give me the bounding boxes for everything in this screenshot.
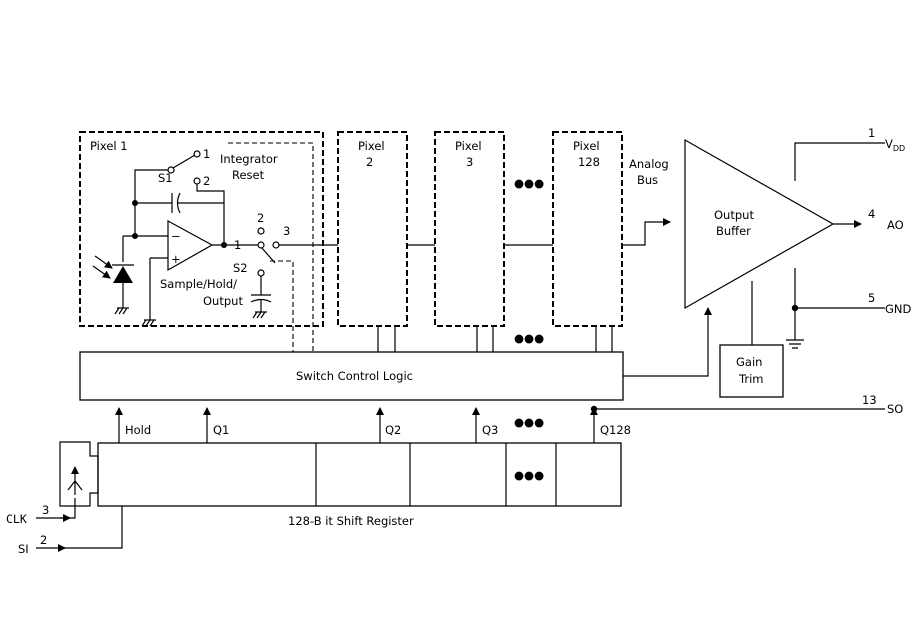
- power-and-output-pins: [786, 142, 885, 349]
- pixel-ellipsis: ●●●: [514, 176, 544, 190]
- s1-label: S1: [158, 171, 173, 185]
- amp-minus: −: [171, 229, 181, 243]
- pixel-3-block: Pixel 3: [434, 131, 505, 352]
- clk-label: CLK: [6, 512, 27, 526]
- analog-bus-line1: Analog: [629, 157, 669, 171]
- pixel-128-line1: Pixel: [573, 139, 600, 153]
- signal-ellipsis: ●●●: [514, 415, 544, 429]
- pixel-control-ellipsis: ●●●: [514, 331, 544, 345]
- so-pin-number: 13: [862, 393, 877, 407]
- integrator-amplifier: [135, 219, 258, 327]
- so-label: SO: [887, 402, 903, 416]
- clk-pin-number: 3: [42, 503, 49, 517]
- pixel-2-line2: 2: [366, 155, 373, 169]
- s2-pos3: 3: [283, 224, 290, 238]
- pixel-2-block: Pixel 2: [337, 131, 408, 352]
- sho-line2: Output: [203, 294, 243, 308]
- q3-signal-label: Q3: [482, 423, 498, 437]
- si-pin-number: 2: [40, 533, 47, 547]
- pixel-3-line1: Pixel: [455, 139, 482, 153]
- pixel-2-line1: Pixel: [358, 139, 385, 153]
- s1-pos2: 2: [203, 174, 210, 188]
- ao-label: AO: [887, 218, 904, 232]
- pixel-128-line2: 128: [578, 155, 600, 169]
- clock-buffer-icon: [59, 441, 99, 507]
- si-input: [36, 506, 123, 552]
- pixel-1-title: Pixel 1: [90, 139, 128, 153]
- pixel-1-block: Pixel 1 S1 1 2 Integrator Reset: [79, 131, 338, 352]
- pixel-3-line2: 3: [466, 155, 473, 169]
- analog-bus-line2: Bus: [637, 173, 658, 187]
- integrator-capacitor: [135, 192, 224, 214]
- si-label: SI: [18, 542, 29, 556]
- integrator-reset-line2: Reset: [232, 168, 265, 182]
- ao-pin-number: 4: [868, 207, 875, 221]
- output-buffer-line1: Output: [714, 208, 754, 222]
- vdd-pin-number: 1: [868, 126, 875, 140]
- hold-signal-label: Hold: [125, 423, 151, 437]
- vdd-label: VDD: [885, 137, 905, 153]
- q128-signal-label: Q128: [600, 423, 631, 437]
- s2-pos2: 2: [257, 211, 264, 225]
- s2-pos1: 1: [234, 238, 241, 252]
- s1-pos1: 1: [203, 147, 210, 161]
- clk-input: [36, 498, 76, 522]
- so-line: [590, 405, 885, 413]
- switch-control-logic-label: Switch Control Logic: [296, 369, 413, 383]
- photodiode-icon: [92, 235, 135, 315]
- s2-label: S2: [233, 261, 248, 275]
- pixel-128-block: Pixel 128: [552, 131, 623, 352]
- integrator-reset-line1: Integrator: [220, 152, 278, 166]
- gnd-pin-number: 5: [868, 291, 875, 305]
- gnd-label: GND: [885, 302, 912, 316]
- shift-register-block: [97, 442, 622, 507]
- control-signal-arrows: [115, 407, 598, 443]
- gain-trim-block: [719, 281, 784, 398]
- output-buffer: [684, 138, 835, 310]
- s1-switch: [167, 150, 225, 243]
- gain-trim-line1: Gain: [736, 355, 762, 369]
- q2-signal-label: Q2: [385, 423, 401, 437]
- register-ellipsis: ●●●: [514, 468, 544, 482]
- analog-bus: [407, 218, 671, 246]
- gain-trim-line2: Trim: [738, 372, 763, 386]
- amp-plus: +: [171, 252, 181, 266]
- switch-control-logic-block: [79, 307, 712, 401]
- output-buffer-line2: Buffer: [716, 224, 751, 238]
- shift-register-label: 128-B it Shift Register: [288, 514, 414, 528]
- sho-line1: Sample/Hold/: [160, 277, 237, 291]
- q1-signal-label: Q1: [213, 423, 229, 437]
